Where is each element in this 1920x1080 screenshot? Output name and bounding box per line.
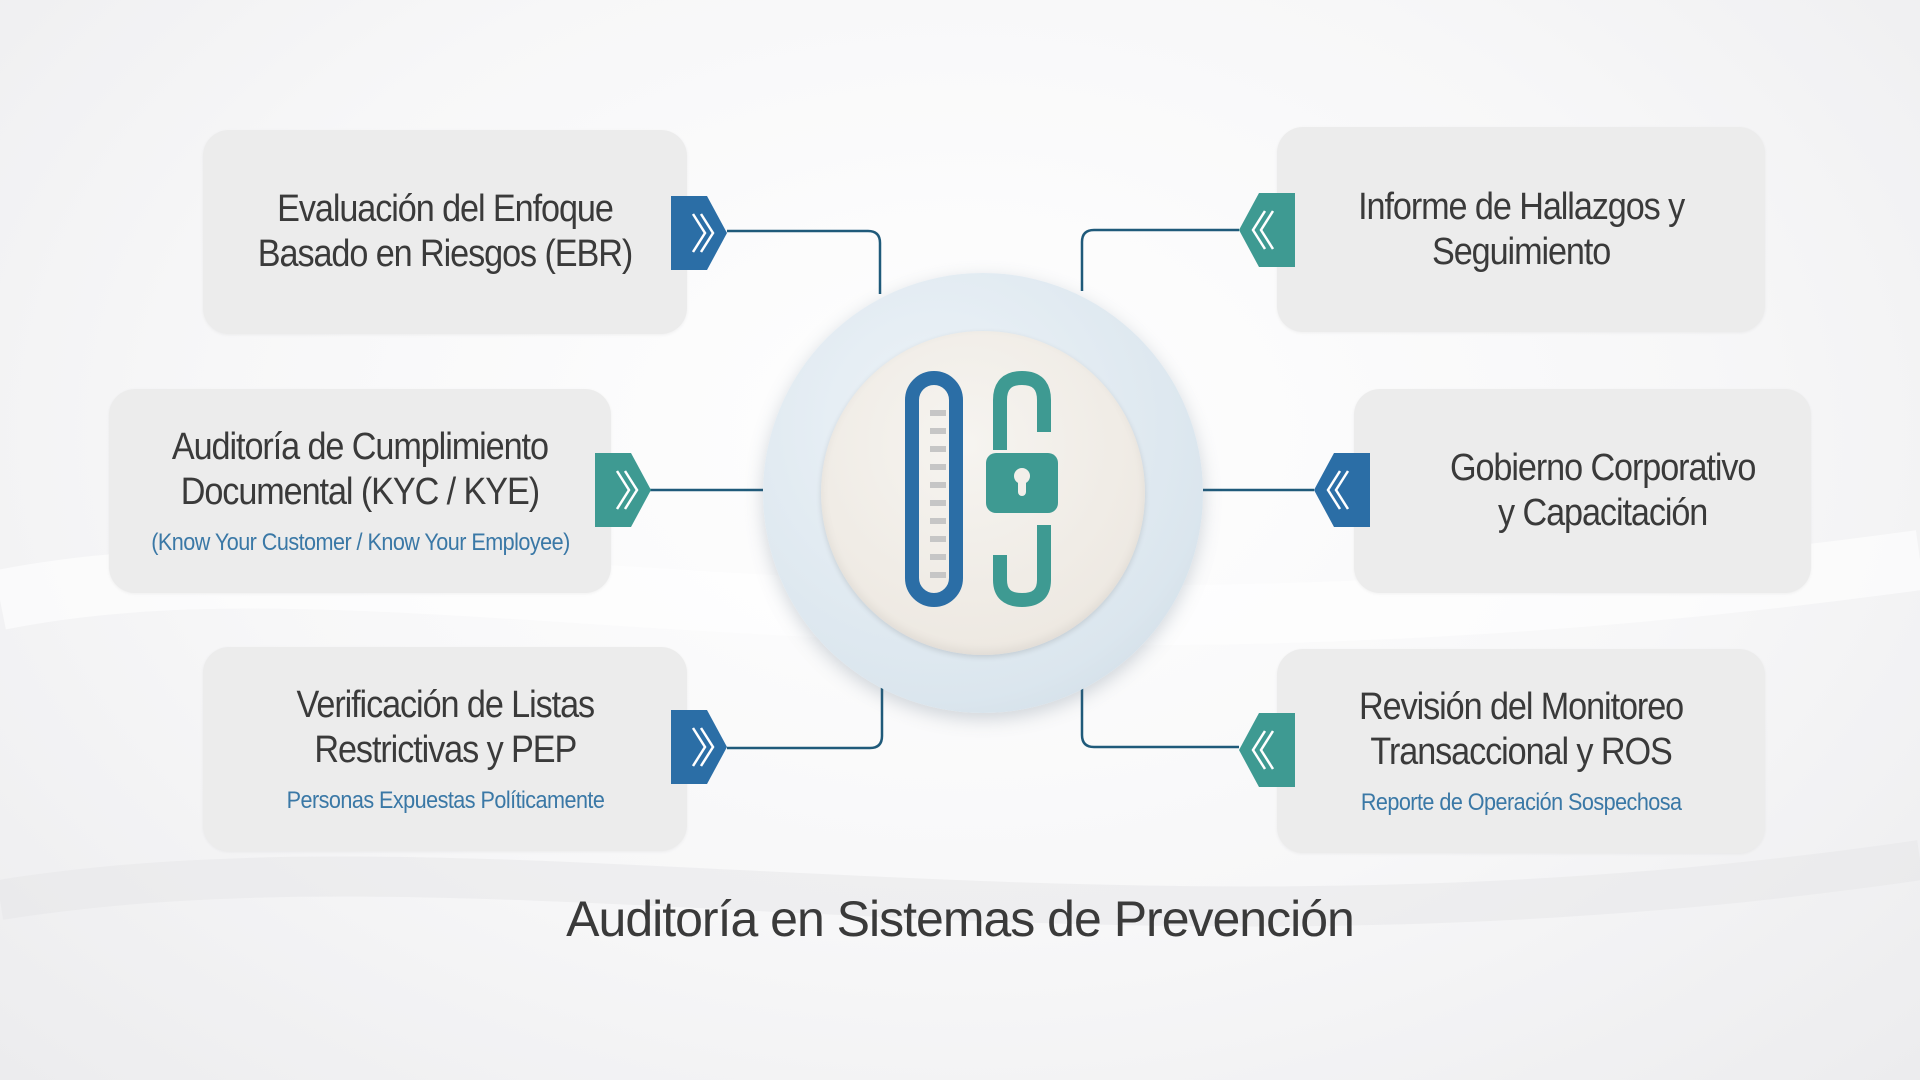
connector-ros [1080,688,1239,749]
chevron-right-icon [595,453,651,527]
os-lock-logo-icon [905,370,1058,608]
connector-informe [1080,228,1239,291]
item-subtitle: Reporte de Operación Sospechosa [1360,789,1682,816]
chevron-right-icon [671,710,727,784]
connector-ebr [727,229,882,294]
chevron-left-icon [1239,713,1295,787]
chevron-left-icon [1314,453,1370,527]
chevron-left-icon [1239,193,1295,267]
diagram-title: Auditoría en Sistemas de Prevención [566,891,1355,947]
chevron-right-icon [671,196,727,270]
item-subtitle: Personas Expuestas Políticamente [286,787,604,814]
item-subtitle: (Know Your Customer / Know Your Employee… [150,529,570,556]
center-disc [821,331,1145,655]
connector-pep [727,686,884,750]
